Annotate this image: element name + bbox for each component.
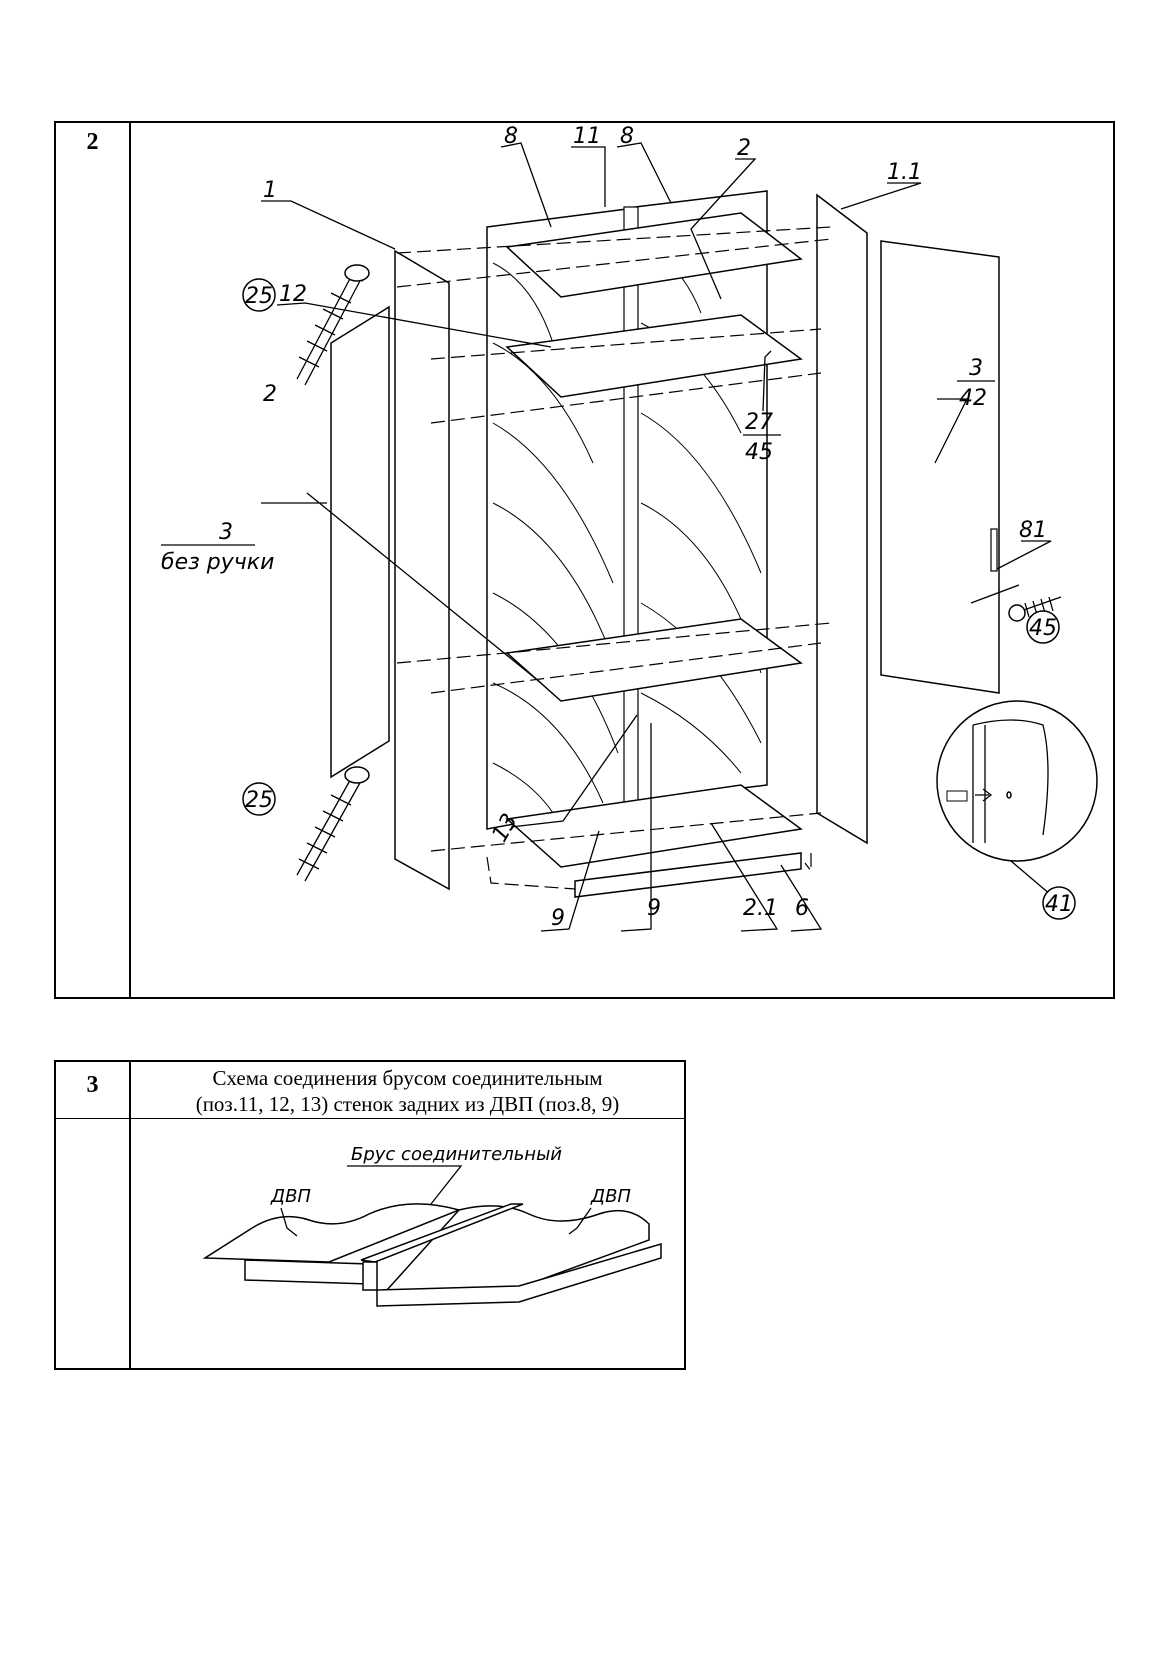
label-pos-6: 6 [795,896,809,921]
label-pos-25-top: 25 [245,284,273,309]
label-connector-bar: Брус соединительный [351,1144,562,1165]
door-handle [990,528,998,572]
label-dvp-left: ДВП [270,1186,311,1207]
label-pos-12: 12 [279,282,307,307]
label-pos-9-a: 9 [551,906,565,931]
door-left [330,305,390,779]
label-pos-3-right: 3 [969,356,983,381]
connection-diagram: Брус соединительный ДВП ДВП [202,1144,662,1307]
shelf-1 [505,212,803,298]
side-panel-left [394,249,450,891]
label-pos-45-a: 45 [745,440,773,465]
plinth [574,852,802,898]
label-pos-25-bottom: 25 [245,788,273,813]
exploded-assembly-drawing: 8 11 8 2 1.1 1 25 12 2 3 без ручки 27 45… [161,124,1098,932]
step-number: 2 [86,129,99,155]
label-pos-1: 1 [263,178,277,203]
confirmat-screw-top [296,264,370,386]
label-pos-8a: 8 [504,124,518,149]
label-pos-42: 42 [959,386,987,411]
label-dvp-right: ДВП [590,1186,631,1207]
label-pos-8b: 8 [620,124,634,149]
back-panel-left [486,208,628,830]
label-pos-9-b: 9 [647,896,661,921]
title-line-2: (поз.11, 12, 13) стенок задних из ДВП (п… [195,1092,620,1116]
label-pos-41: 41 [1045,892,1073,917]
title-line-1: Схема соединения брусом соединительным [212,1066,603,1090]
shelf-2 [505,314,803,398]
column-divider [129,123,131,997]
door-right [880,240,1000,694]
column-divider [129,1062,131,1368]
label-pos-11: 11 [573,124,601,149]
shelf-3 [505,618,803,702]
label-no-handle: без ручки [161,550,274,575]
label-pos-2-top: 2 [737,136,751,161]
step-number: 3 [86,1072,99,1098]
label-pos-81: 81 [1019,518,1047,543]
detail-callout [936,700,1098,862]
shelf-bottom [505,784,803,868]
label-pos-2-1: 2.1 [743,896,778,921]
label-pos-2-left: 2 [263,382,277,407]
label-pos-27: 27 [745,410,773,435]
connector-bar [623,206,639,818]
connection-scheme-table: 3 Схема соединения брусом соединительным… [54,1060,686,1370]
row-divider [56,1118,684,1119]
side-panel-right [816,193,868,845]
label-pos-3-left: 3 [219,520,233,545]
assembly-table: 2 [54,121,1115,999]
confirmat-screw-bottom [296,766,370,882]
label-pos-45-b: 45 [1029,616,1057,641]
label-pos-1-1: 1.1 [887,160,922,185]
section-title: Схема соединения брусом соединительным (… [131,1065,684,1117]
wood-screw [1008,596,1062,622]
